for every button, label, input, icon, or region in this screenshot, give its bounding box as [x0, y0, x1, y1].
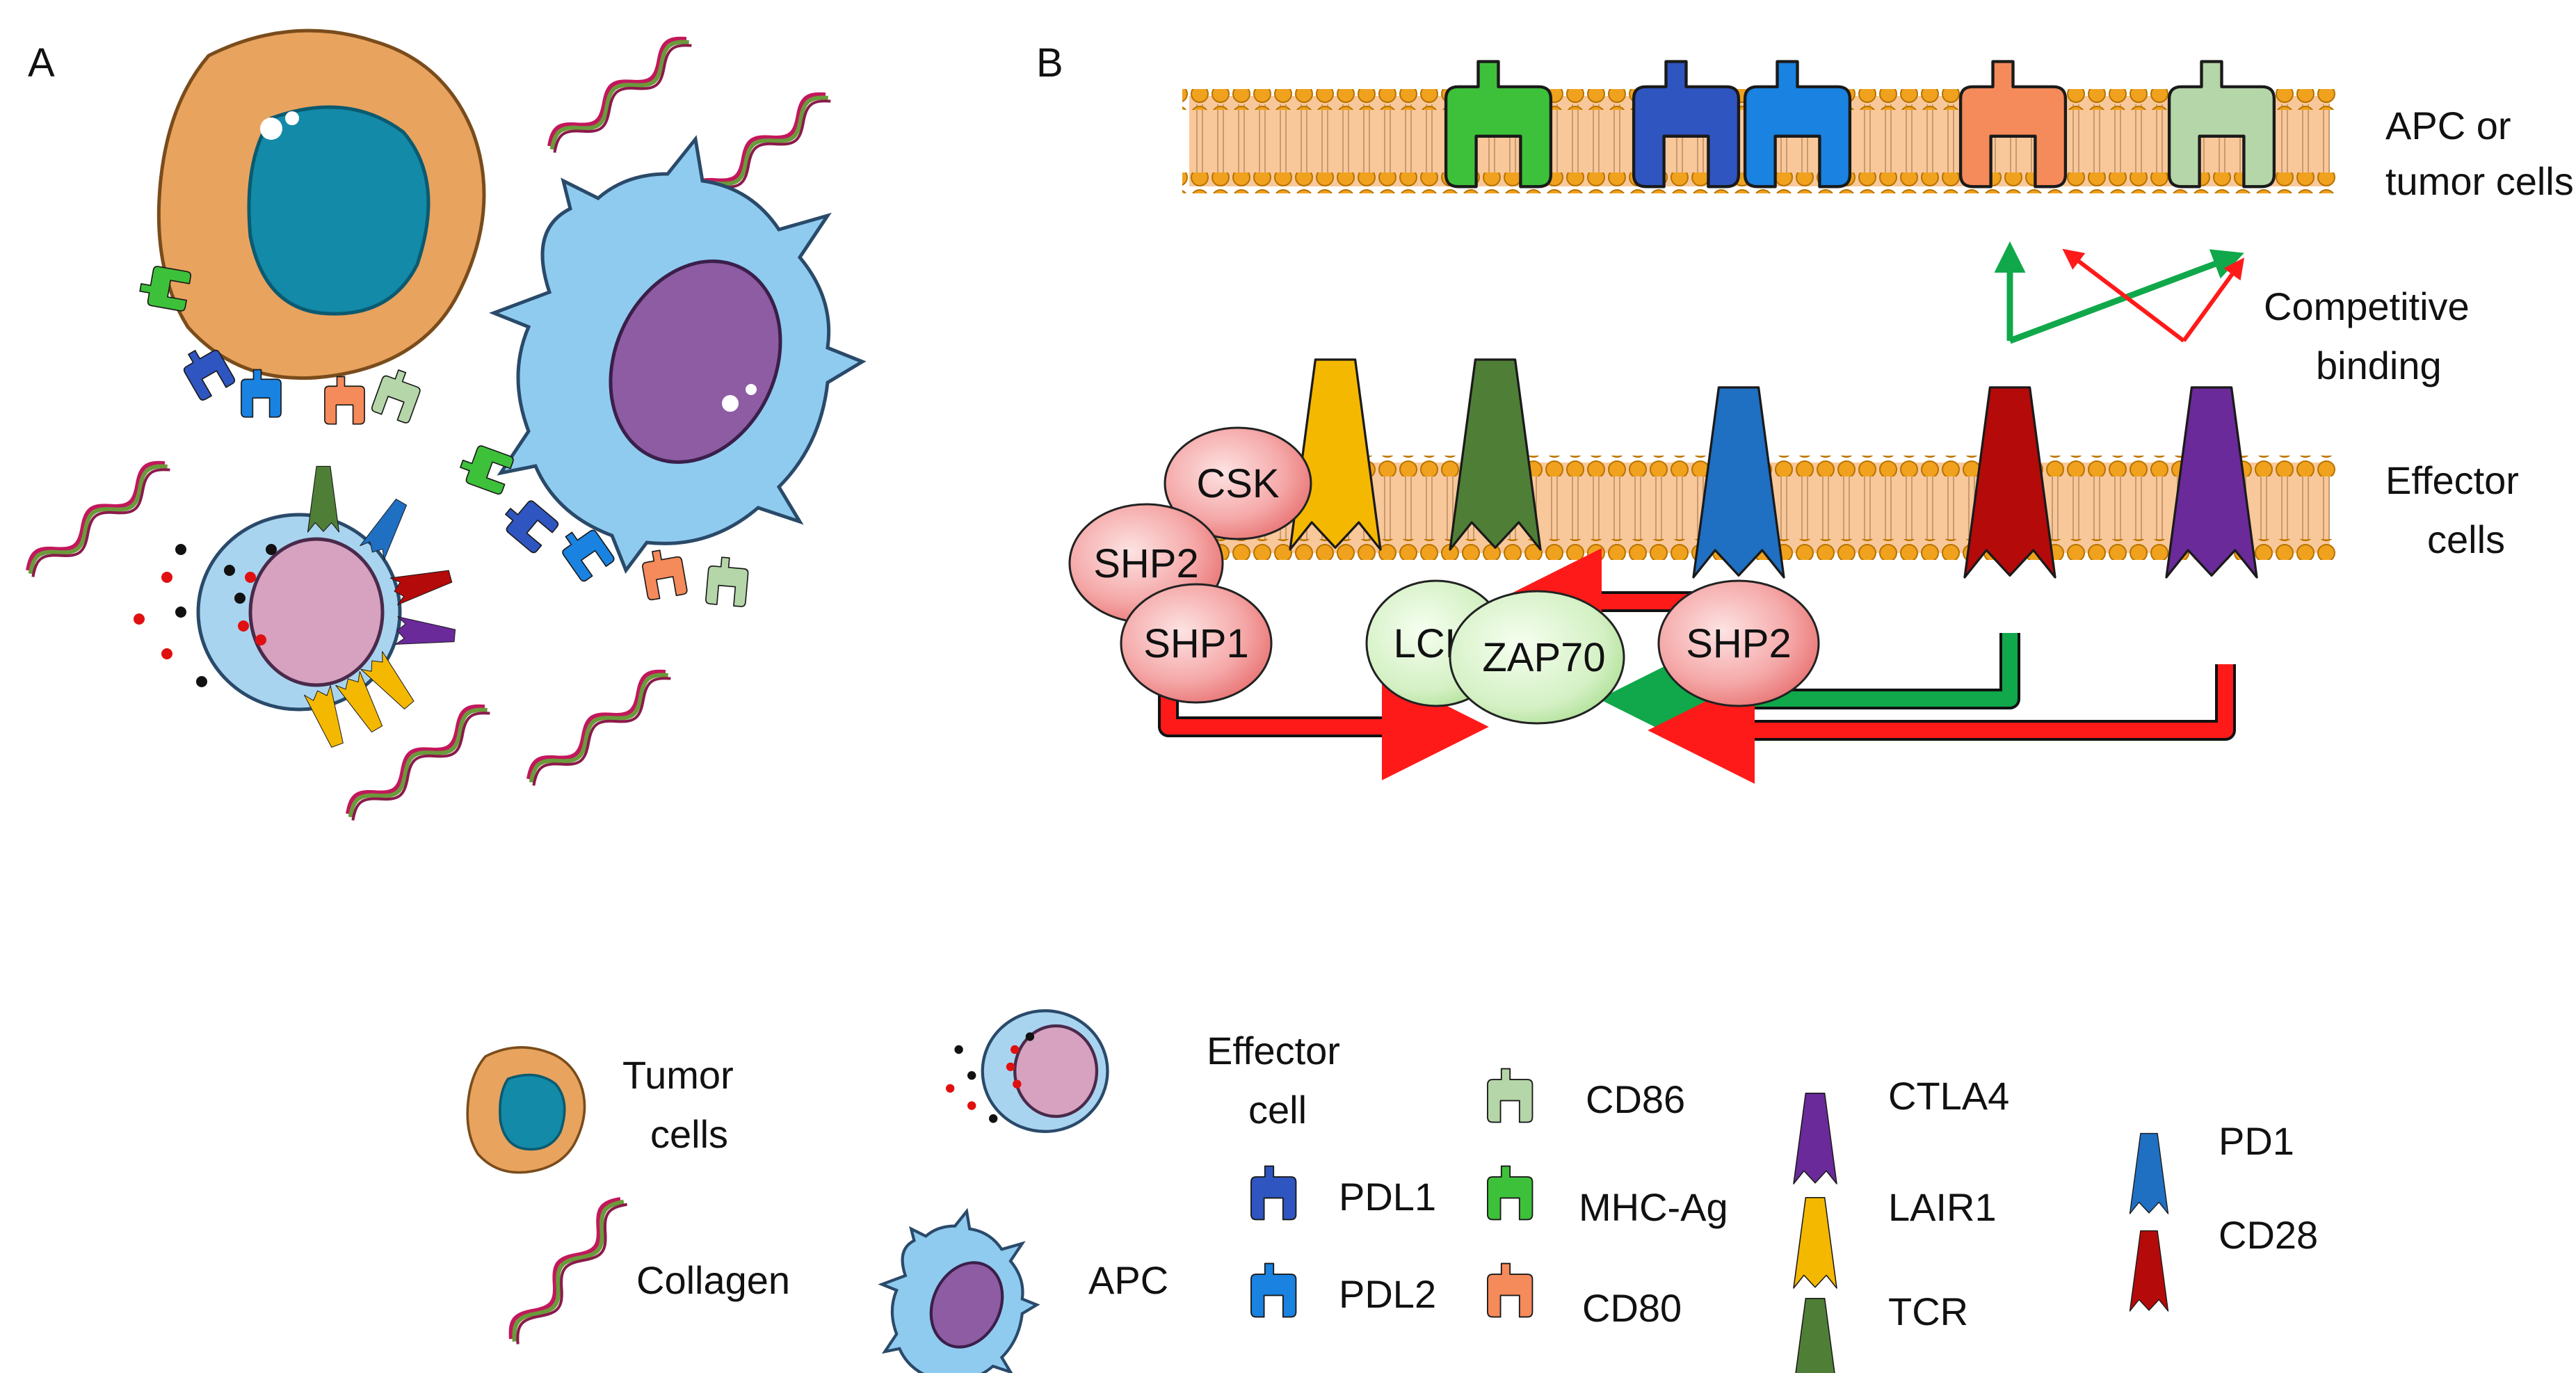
legend-pdl2-icon — [1250, 1262, 1297, 1318]
cd28-receptor-icon — [1963, 386, 2056, 579]
svg-text:ZAP70: ZAP70 — [1482, 635, 1605, 680]
competitive-binding-arrows — [1994, 241, 2245, 344]
legend-cd86-icon — [1487, 1068, 1533, 1123]
legend-ctla4-icon — [1793, 1093, 1837, 1185]
legend-effector-label: Effector — [1207, 1029, 1340, 1073]
tumor-cd86-icon — [370, 365, 426, 425]
svg-text:SHP2: SHP2 — [1093, 541, 1199, 586]
shp2-pd1-node: SHP2 — [1657, 579, 1820, 707]
legend-collagen-label: Collagen — [636, 1258, 790, 1302]
collagen-fiber — [544, 31, 698, 160]
svg-text:CSK: CSK — [1196, 461, 1280, 506]
effector-ctla4-icon — [394, 616, 457, 650]
effector-tcr-icon — [307, 465, 340, 533]
legend-mhc-label: MHC-Ag — [1579, 1185, 1728, 1229]
legend-cd28-icon — [2129, 1230, 2169, 1312]
apc-cd86-icon — [705, 555, 750, 608]
legend-pdl1-label: PDL1 — [1339, 1175, 1436, 1219]
collagen-fiber — [523, 664, 677, 793]
apc-cell — [489, 135, 867, 575]
apc-pdl1-icon — [497, 492, 561, 555]
legend-tcr-icon — [1793, 1298, 1837, 1373]
legend-cd80-label: CD80 — [1582, 1286, 1682, 1330]
shp1-node: SHP1 — [1120, 583, 1273, 704]
competitive-binding-label: Competitive — [2264, 284, 2470, 328]
apc-cd80-icon — [639, 546, 689, 602]
panel-a-label: A — [28, 40, 55, 86]
legend-pd1-icon — [2129, 1132, 2169, 1214]
lair1-receptor-icon — [1289, 358, 1382, 551]
membrane-effector-label: cells — [2427, 517, 2505, 561]
legend-cd86-label: CD86 — [1586, 1077, 1685, 1121]
competitive-binding-label: binding — [2316, 344, 2442, 387]
legend-pdl2-label: PDL2 — [1339, 1272, 1436, 1316]
svg-text:SHP1: SHP1 — [1143, 621, 1249, 666]
legend-apc-label: APC — [1088, 1258, 1168, 1302]
legend-cd28-label: CD28 — [2219, 1213, 2318, 1257]
legend-tumor-label: Tumor — [622, 1053, 734, 1097]
svg-text:SHP2: SHP2 — [1686, 621, 1792, 666]
legend-effector-icon — [946, 1009, 1109, 1133]
legend-collagen-icon — [504, 1194, 634, 1350]
legend-pd1-label: PD1 — [2219, 1119, 2294, 1163]
tumor-cell — [156, 29, 486, 380]
panel-b-label: B — [1036, 40, 1063, 86]
legend-cd80-icon — [1487, 1262, 1533, 1318]
effector-cell — [134, 513, 402, 712]
legend-tcr-label: TCR — [1888, 1290, 1968, 1333]
legend-pdl1-icon — [1250, 1165, 1297, 1221]
membrane-effector-label: Effector — [2385, 458, 2519, 502]
membrane-apc-label: tumor cells — [2385, 159, 2574, 203]
legend-tumor-icon — [466, 1046, 586, 1174]
legend-mhc-icon — [1487, 1165, 1533, 1221]
legend-effector-label: cell — [1248, 1088, 1307, 1132]
csk-node: CSK — [1164, 426, 1312, 540]
legend-tumor-label: cells — [650, 1112, 728, 1156]
tumor-cd80-icon — [324, 376, 365, 425]
pd1-receptor-icon — [1692, 386, 1785, 579]
zap70-node: ZAP70 — [1449, 590, 1625, 725]
legend-lair1-label: LAIR1 — [1888, 1185, 1997, 1229]
collagen-fiber — [22, 456, 176, 584]
legend-apc-icon — [878, 1207, 1040, 1373]
tcr-receptor-icon — [1449, 358, 1542, 551]
membrane-apc-label: APC or — [2385, 104, 2511, 147]
legend-lair1-icon — [1793, 1197, 1837, 1289]
legend: Tumor cells Collagen Effector cell APC — [466, 1009, 2318, 1373]
legend-ctla4-label: CTLA4 — [1888, 1074, 2009, 1118]
ctla4-receptor-icon — [2165, 386, 2258, 579]
